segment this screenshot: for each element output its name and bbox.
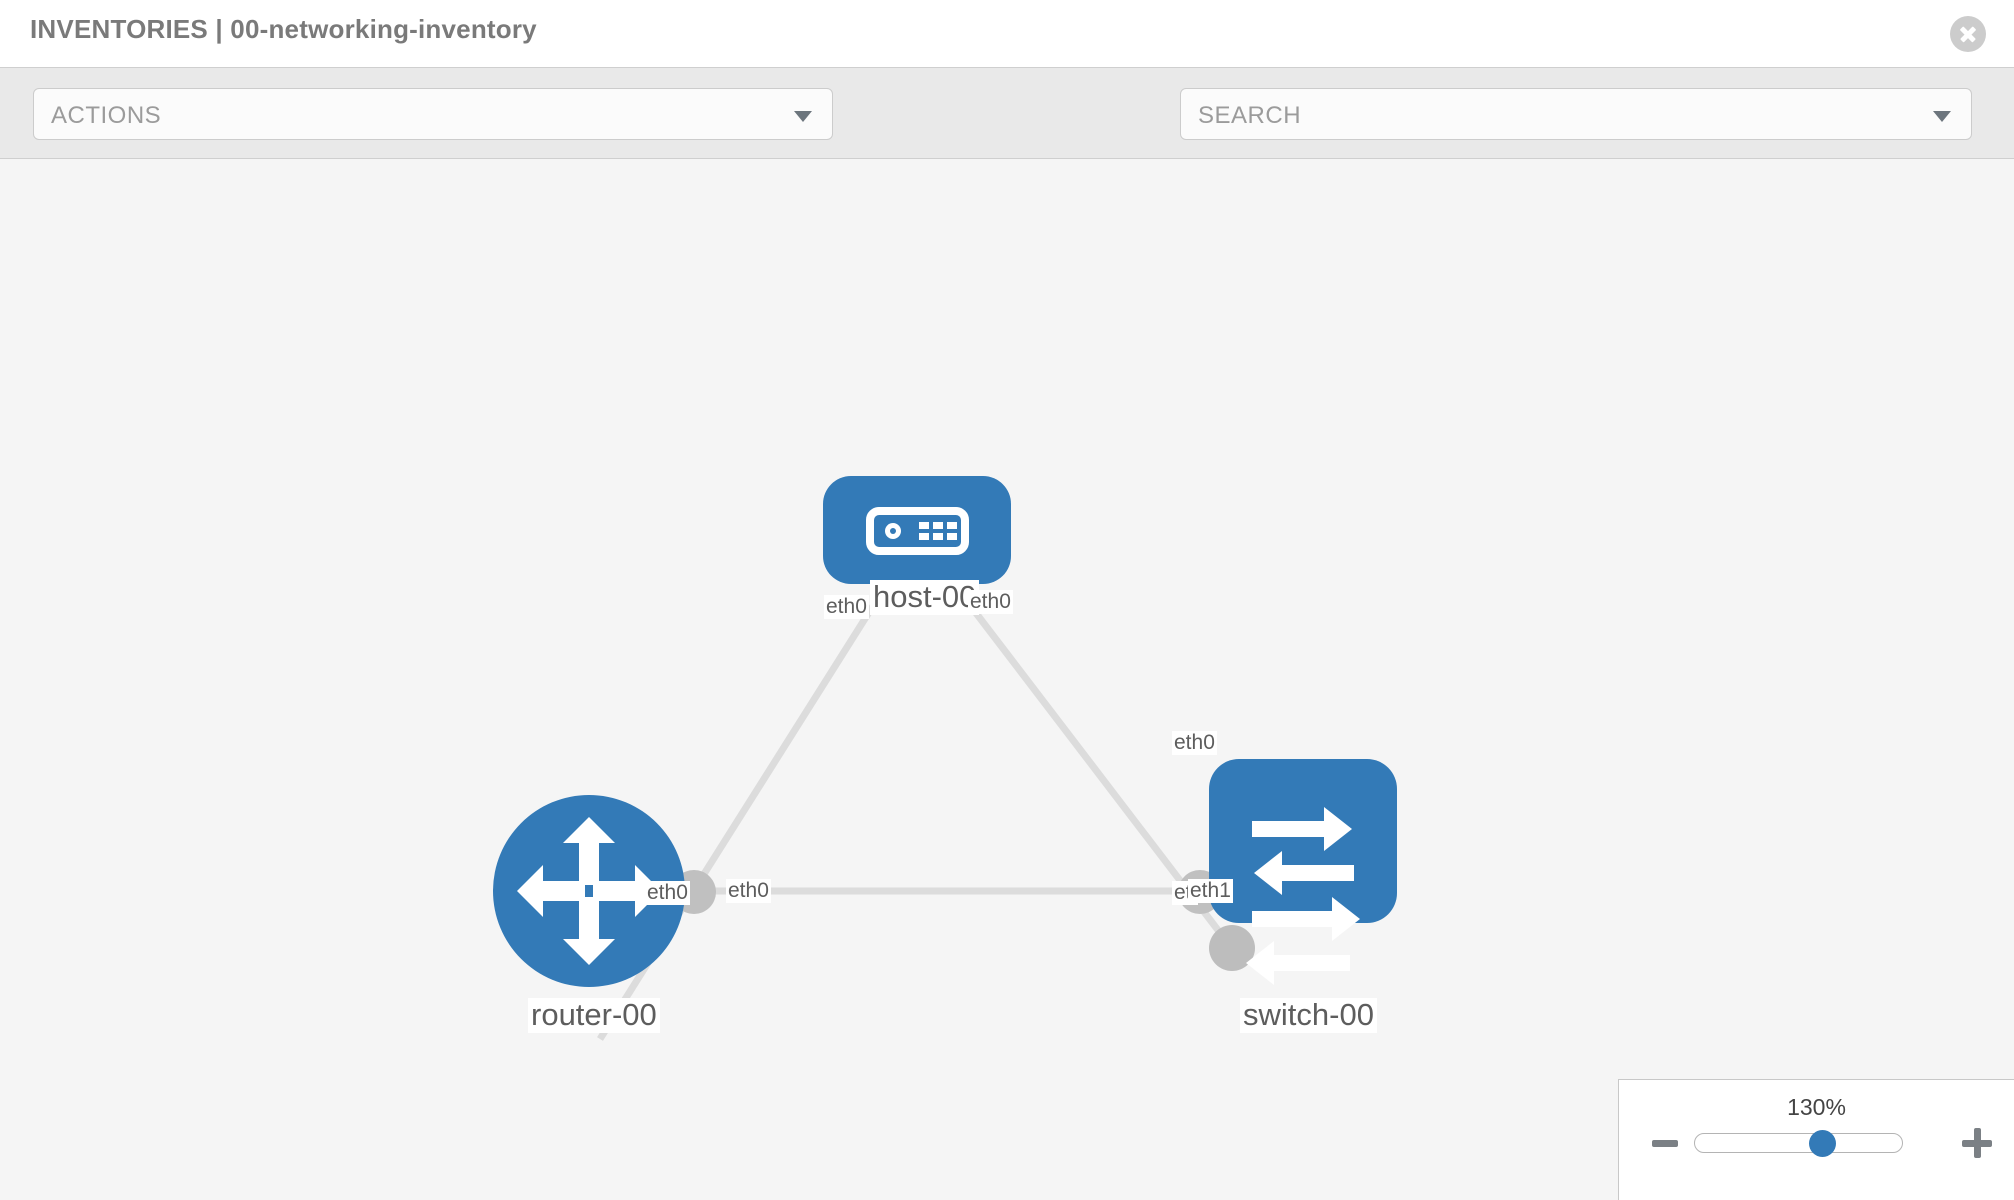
actions-dropdown[interactable]: ACTIONS xyxy=(33,88,833,140)
router-arrows-icon xyxy=(517,817,661,965)
label-router-right-port: eth0 xyxy=(726,879,771,904)
close-icon[interactable] xyxy=(1950,16,1986,52)
node-router-00-shape[interactable] xyxy=(493,795,685,987)
zoom-in-button[interactable] xyxy=(1962,1128,1992,1158)
node-host-00-shape[interactable] xyxy=(823,476,1011,584)
zoom-slider-track[interactable] xyxy=(1694,1133,1903,1153)
search-input[interactable]: SEARCH xyxy=(1180,88,1972,140)
chevron-down-icon[interactable] xyxy=(1933,111,1951,122)
label-switch-up-port: eth0 xyxy=(1172,731,1217,756)
zoom-level-value: 130% xyxy=(1787,1094,1846,1120)
label-router-name: router-00 xyxy=(528,998,660,1033)
node-switch-00[interactable] xyxy=(1209,759,1397,985)
toolbar: ACTIONS SEARCH xyxy=(0,68,2014,199)
server-icon xyxy=(866,507,969,555)
label-host-left-port: eth0 xyxy=(824,595,869,620)
node-router-00[interactable] xyxy=(493,795,685,987)
label-router-up-port: eth0 xyxy=(645,881,690,906)
zoom-slider-thumb[interactable] xyxy=(1808,1130,1836,1157)
page-header: INVENTORIES | 00-networking-inventory xyxy=(0,0,2014,68)
node-switch-00-shape[interactable] xyxy=(1209,759,1397,923)
zoom-control-panel: 130% xyxy=(1618,1079,2014,1200)
node-host-00[interactable] xyxy=(823,476,1011,584)
switch-arrows-icon xyxy=(1246,807,1360,985)
topology-links xyxy=(597,576,1243,1041)
chevron-down-icon xyxy=(794,111,812,122)
connector-switch-top[interactable] xyxy=(1209,925,1255,971)
topology-canvas[interactable]: eth0 host-00 eth0 eth0 eth0 router-00 et… xyxy=(0,159,2014,1200)
label-host-name: host-00 xyxy=(870,580,980,615)
label-host-right-port: eth0 xyxy=(968,590,1013,615)
page-title: INVENTORIES | 00-networking-inventory xyxy=(30,14,537,44)
search-input-placeholder: SEARCH xyxy=(1198,102,1302,129)
topology-graph xyxy=(493,476,1397,1041)
topology-connectors xyxy=(672,565,1255,971)
zoom-out-button[interactable] xyxy=(1652,1140,1678,1147)
actions-dropdown-label: ACTIONS xyxy=(51,102,162,129)
label-switch-name: switch-00 xyxy=(1240,998,1377,1033)
label-switch-left-port: eth1 xyxy=(1188,879,1233,904)
